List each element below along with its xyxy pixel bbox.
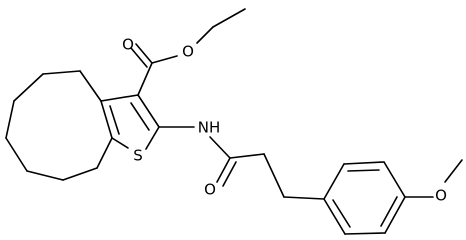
bond-c10-ring-fusion	[96, 137, 113, 169]
bond-methoxy-oxygen-to-methyl	[444, 159, 463, 183]
bond-c4-c5	[42, 70, 81, 75]
bond-c7-c8	[5, 137, 28, 172]
bond-ch2-to-benzene	[283, 196, 325, 200]
bond-ch2-to-ch2	[263, 153, 285, 198]
bond-c3-c2-double-a	[137, 94, 160, 128]
bond-c3-c2-double-b	[130, 102, 150, 131]
bond-ester-carbonyl-double-a	[135, 43, 153, 64]
bond-ar3-ar4	[384, 196, 406, 234]
bond-ethyl	[212, 8, 246, 28]
bond-ar1-ar2	[323, 198, 346, 235]
bond-amide-carbonyl-double-b	[222, 161, 237, 187]
bond-amide-carbon-to-ch2	[229, 153, 265, 159]
bond-c7a-c3a-double-a	[100, 100, 113, 139]
atom-label-ester-carbonyl-oxygen: O	[122, 36, 134, 54]
bond-nitrogen-to-amide-carbon	[209, 136, 231, 159]
bond-c6-c7	[5, 100, 15, 139]
bond-ester-carbon-to-ring	[137, 62, 153, 96]
bond-amide-carbonyl-double-a	[216, 157, 231, 183]
amide-linker	[158, 126, 325, 200]
bond-c5-c6	[13, 73, 44, 102]
bond-sulfur-c7a	[111, 137, 129, 149]
bond-oxygen-to-ethyl	[196, 26, 214, 44]
bond-ar2-ar3	[344, 232, 386, 235]
bond-c3a-c3	[100, 94, 139, 102]
atom-label-amide-nitrogen: NH	[198, 119, 221, 137]
bond-ring-fusion-to-c4	[79, 70, 102, 102]
bond-ester-carbonyl-double-b	[130, 47, 148, 68]
bond-c2-sulfur	[145, 126, 160, 150]
ethyl-ester-group	[130, 8, 246, 96]
thiophene-ring	[100, 94, 160, 150]
methoxyphenyl-ring	[323, 159, 463, 235]
atom-label-methoxy-oxygen: O	[435, 187, 447, 205]
bond-c7a-c3a-double-b	[109, 105, 120, 135]
atom-label-thiophene-sulfur: S	[133, 147, 143, 165]
bond-ar3-ar4-inner	[380, 196, 398, 227]
atom-label-ester-oxygen: O	[182, 43, 194, 61]
bond-ar5-ar6	[343, 161, 385, 165]
bond-ar1-ar2-inner	[332, 199, 351, 228]
cyclooctane-ring	[5, 70, 113, 181]
bond-ar4-ar5	[383, 161, 406, 198]
bond-c9-c10	[62, 167, 98, 181]
bond-ester-carbon-to-oxygen	[151, 55, 178, 64]
bond-ar5-ar6-inner	[347, 169, 380, 172]
atom-label-amide-carbonyl-oxygen: O	[204, 181, 216, 199]
bond-c8-c9	[26, 170, 64, 181]
bond-ar6-ar1	[323, 163, 345, 200]
